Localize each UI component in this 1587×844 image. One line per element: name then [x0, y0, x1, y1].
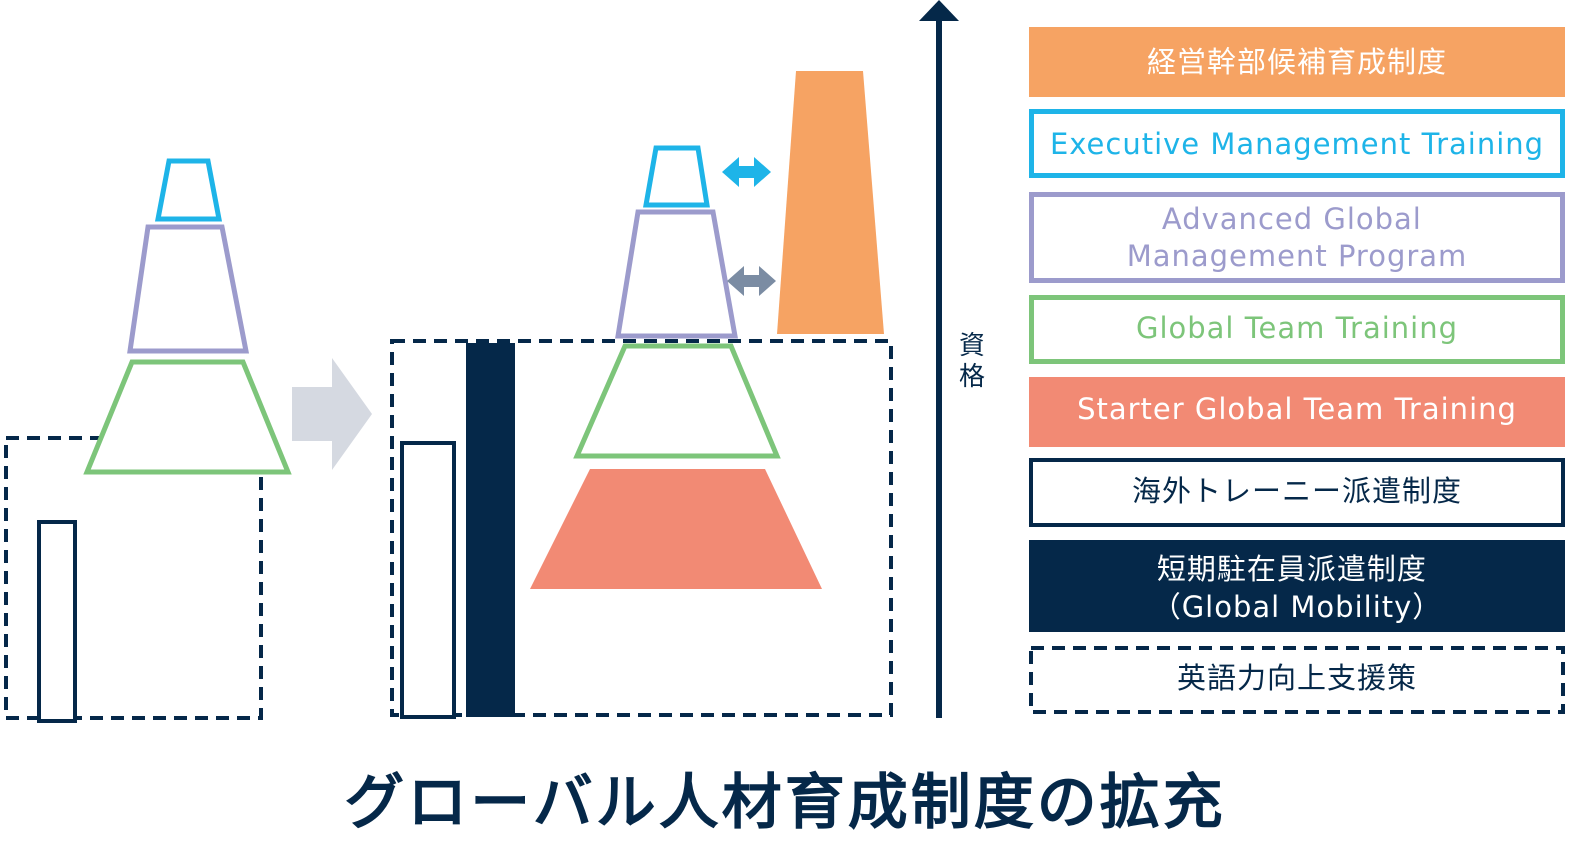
legend-short-term-line-2: （Global Mobility）: [1152, 590, 1443, 624]
axis-label-char-2: 格: [959, 362, 985, 392]
legend-executive-candidate-box: [1029, 27, 1565, 97]
legend: 経営幹部候補育成制度 Executive Management Training…: [1029, 27, 1565, 714]
legend-short-term-line-1: 短期駐在員派遣制度: [1157, 552, 1427, 586]
equivalence-arrow-slate: [727, 266, 776, 296]
legend-starter-global-label: Starter Global Team Training: [1077, 392, 1517, 426]
before-global-team-trapezoid: [83, 359, 292, 475]
after-structure: [390, 71, 893, 719]
legend-executive-management-box: [1029, 109, 1565, 178]
after-executive-management-trapezoid: [643, 145, 710, 208]
legend-short-term-label: 短期駐在員派遣制度 （Global Mobility）: [1152, 552, 1443, 624]
legend-advanced-global-line-1: Advanced Global: [1162, 202, 1422, 236]
legend-executive-management-label: Executive Management Training: [1050, 127, 1544, 161]
legend-global-team-label: Global Team Training: [1136, 311, 1458, 345]
after-advanced-global-trapezoid: [615, 209, 738, 339]
legend-english-support-box: [1029, 646, 1565, 714]
axis-label-char-1: 資: [959, 331, 985, 361]
legend-starter-global-box: [1029, 377, 1565, 447]
qualification-axis: 資 格: [919, 0, 985, 718]
diagram-title: グローバル人材育成制度の拡充: [344, 768, 1225, 838]
legend-executive-candidate-label: 経営幹部候補育成制度: [1147, 45, 1447, 79]
before-executive-management-trapezoid: [154, 158, 223, 222]
legend-overseas-trainee-label: 海外トレーニー派遣制度: [1132, 474, 1462, 508]
before-overseas-trainee-bar: [37, 520, 77, 723]
after-overseas-trainee-bar: [400, 441, 456, 719]
before-structure: [4, 158, 292, 723]
after-english-support-dashed-box: [390, 339, 893, 717]
axis-arrowhead: [919, 0, 959, 21]
legend-short-term-box: [1029, 540, 1565, 632]
legend-advanced-global-label: Advanced Global Management Program: [1127, 202, 1468, 273]
legend-global-team-box: [1029, 295, 1565, 364]
after-global-team-trapezoid: [573, 343, 781, 459]
legend-overseas-trainee-box: [1029, 458, 1565, 527]
legend-advanced-global-box: [1029, 192, 1565, 283]
legend-english-support-label: 英語力向上支援策: [1177, 661, 1417, 695]
expansion-arrow: [292, 358, 372, 470]
after-executive-candidate-trapezoid: [777, 71, 884, 334]
legend-advanced-global-line-2: Management Program: [1127, 239, 1468, 273]
after-starter-global-trapezoid: [530, 469, 822, 589]
after-short-term-mobility-bar: [466, 343, 515, 717]
equivalence-arrow-cyan: [722, 157, 771, 187]
before-advanced-global-trapezoid: [127, 224, 250, 354]
